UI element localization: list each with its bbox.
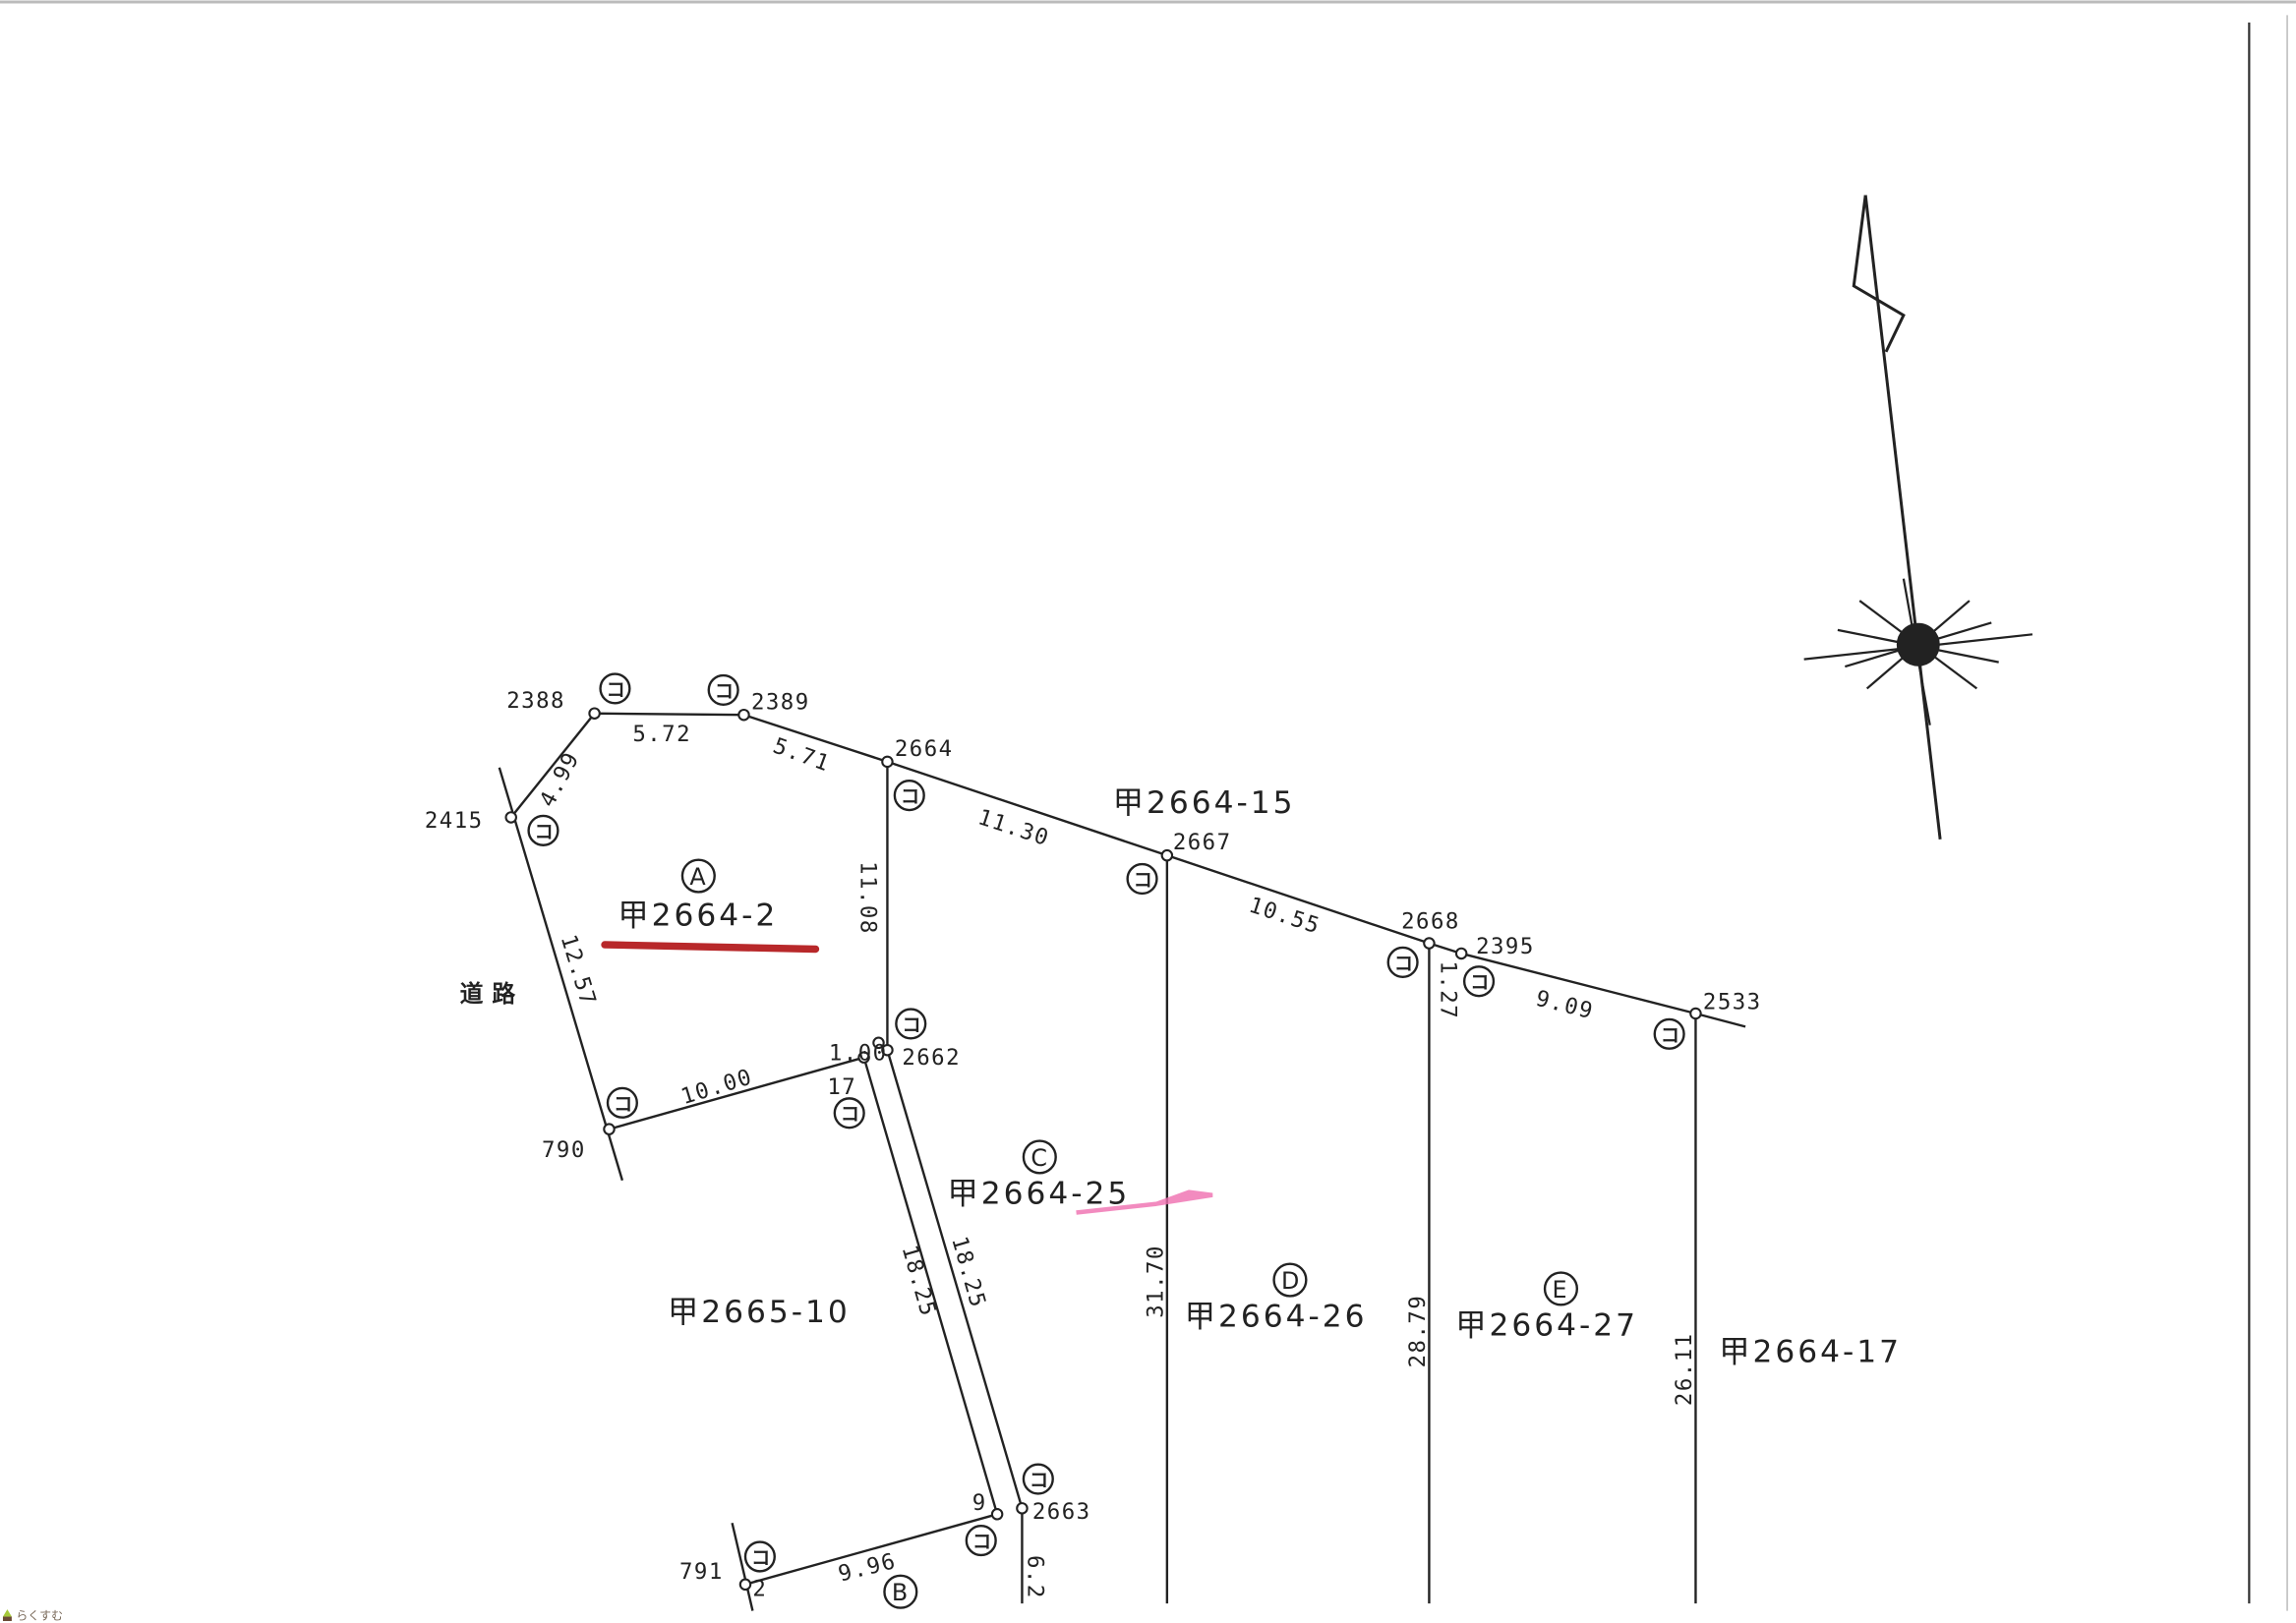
survey-points (504, 707, 1702, 1592)
svg-text:コ: コ (902, 1014, 920, 1036)
point-label: 2663 (1032, 1499, 1091, 1525)
north-arrow-icon (1852, 195, 1942, 840)
boundary-marker: コ (893, 780, 925, 812)
point-label: 2662 (902, 1045, 961, 1071)
boundary-marker: コ (527, 814, 559, 846)
distance-label: 1.27 (1435, 960, 1460, 1019)
point-label: 2664 (895, 736, 954, 762)
point-label: 790 (542, 1137, 586, 1163)
svg-text:コ: コ (972, 1531, 991, 1553)
svg-text:B: B (892, 1579, 908, 1606)
lot-number-d: 甲2664-26 (1185, 1300, 1368, 1335)
distance-label: 5.72 (632, 722, 691, 747)
distance-label: 5.71 (770, 733, 834, 778)
boundary-markers: コ コ コ コ コ コ コ コ コ コ コ コ コ コ (527, 672, 1685, 1573)
lot-number-17: 甲2664-17 (1719, 1334, 1902, 1369)
svg-text:コ: コ (535, 820, 554, 842)
distance-label: 26.11 (1672, 1332, 1697, 1406)
distance-label: 11.30 (974, 804, 1052, 851)
boundary-marker: コ (707, 673, 739, 706)
lot-letter-c: C (1022, 1139, 1057, 1175)
brand-logo: らくすむ (2, 1609, 63, 1623)
point-label: 791 (679, 1559, 724, 1585)
svg-text:D: D (1281, 1267, 1299, 1295)
svg-text:A: A (689, 863, 706, 891)
boundary-marker: コ (743, 1540, 776, 1573)
svg-text:E: E (1553, 1276, 1567, 1304)
distance-label: 2 (752, 1577, 767, 1602)
distance-label: 17 (827, 1074, 856, 1100)
svg-text:コ: コ (1030, 1469, 1048, 1491)
pink-mark (1076, 1189, 1213, 1215)
svg-text:コ: コ (607, 678, 625, 701)
svg-text:コ: コ (715, 679, 734, 702)
boundary-marker: コ (895, 1008, 927, 1040)
distance-label: 10.00 (678, 1064, 756, 1110)
point-label: 2533 (1703, 990, 1762, 1015)
lot-letter-e: E (1543, 1271, 1579, 1306)
red-underline (601, 941, 820, 954)
point-label: 2389 (751, 689, 810, 715)
boundary-marker: コ (1126, 862, 1158, 896)
distance-label: 1.00 (829, 1041, 888, 1067)
boundary-marker: コ (606, 1086, 638, 1119)
svg-text:コ: コ (751, 1546, 770, 1569)
point-label: 2415 (425, 808, 484, 834)
distance-label: 9.09 (1533, 986, 1596, 1025)
point-label: 2668 (1401, 909, 1460, 935)
distance-label: 6.2 (1022, 1555, 1047, 1599)
distance-label: 12.57 (556, 932, 602, 1010)
svg-text:コ: コ (1470, 971, 1489, 994)
road-label: 道路 (460, 980, 525, 1008)
distance-label: 9 (972, 1490, 987, 1516)
lot-letter-a: A (680, 858, 716, 894)
lot-number-a: 甲2664-2 (618, 898, 778, 934)
boundary-marker: コ (1022, 1463, 1054, 1495)
lot-number-10: 甲2665-10 (668, 1295, 851, 1330)
lot-number-e: 甲2664-27 (1455, 1308, 1638, 1344)
boundary-marker: コ (599, 672, 631, 705)
point-label: 2395 (1476, 934, 1535, 959)
boundary-marker: コ (965, 1525, 997, 1557)
lot-number-c: 甲2664-25 (947, 1177, 1130, 1212)
boundary-marker: コ (1653, 1017, 1685, 1050)
point-label: 2667 (1173, 830, 1232, 855)
svg-text:コ: コ (901, 785, 919, 808)
boundary-marker: コ (1462, 965, 1496, 998)
distance-label: 18.25 (897, 1243, 942, 1320)
boundary-lines (498, 712, 1746, 1611)
lot-letter-b: B (883, 1574, 918, 1609)
distance-label: 31.70 (1143, 1245, 1168, 1318)
svg-text:C: C (1030, 1144, 1047, 1172)
distance-label: 28.79 (1405, 1295, 1431, 1368)
boundary-marker: コ (833, 1097, 865, 1130)
svg-text:コ: コ (1661, 1023, 1679, 1046)
svg-text:らくすむ: らくすむ (16, 1609, 63, 1623)
svg-text:コ: コ (841, 1103, 859, 1126)
lot-number-15: 甲2664-15 (1113, 785, 1296, 821)
point-label: 2388 (506, 688, 565, 714)
distance-label: 11.08 (855, 861, 881, 935)
svg-text:コ: コ (1134, 868, 1152, 891)
compass-star-icon (1803, 578, 2033, 725)
distance-label: 10.55 (1246, 893, 1324, 940)
svg-text:コ: コ (1394, 952, 1413, 974)
lot-letter-d: D (1272, 1262, 1308, 1298)
boundary-marker: コ (1386, 946, 1419, 978)
svg-text:コ: コ (614, 1092, 632, 1115)
